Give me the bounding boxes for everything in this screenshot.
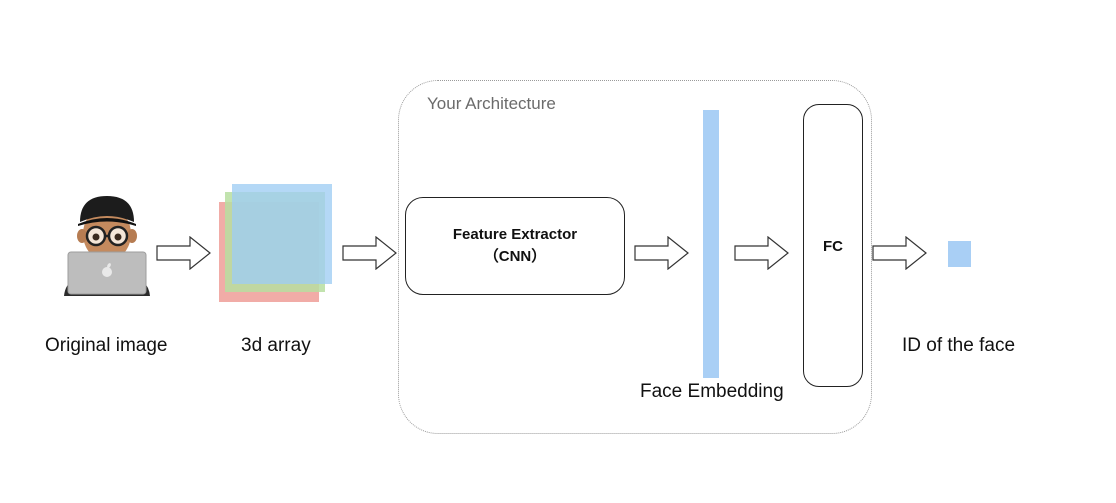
arrow-icon	[872, 236, 927, 270]
face-id-caption: ID of the face	[902, 335, 1016, 356]
fc-box	[803, 104, 863, 387]
arrow-icon	[342, 236, 397, 270]
arrow-icon	[156, 236, 211, 270]
face-embedding-caption: Face Embedding	[640, 381, 784, 402]
architecture-label: Your Architecture	[427, 94, 556, 113]
fc-label: FC	[823, 238, 843, 255]
architecture-container	[398, 80, 872, 434]
arrow-icon	[634, 236, 689, 270]
3d-array-caption: 3d array	[241, 335, 311, 356]
3d-array-graphic	[219, 184, 332, 302]
arrow-icon	[734, 236, 789, 270]
array-layer-blue	[232, 184, 332, 284]
face-embedding-bar	[703, 110, 719, 378]
face-id-square	[948, 241, 971, 267]
feature-extractor-title: Feature Extractor	[452, 226, 578, 243]
person-with-laptop-icon	[64, 196, 150, 296]
original-image-caption: Original image	[45, 335, 168, 356]
feature-extractor-subtitle: （CNN）	[483, 248, 547, 265]
feature-extractor-box: Feature Extractor （CNN）	[405, 197, 625, 295]
